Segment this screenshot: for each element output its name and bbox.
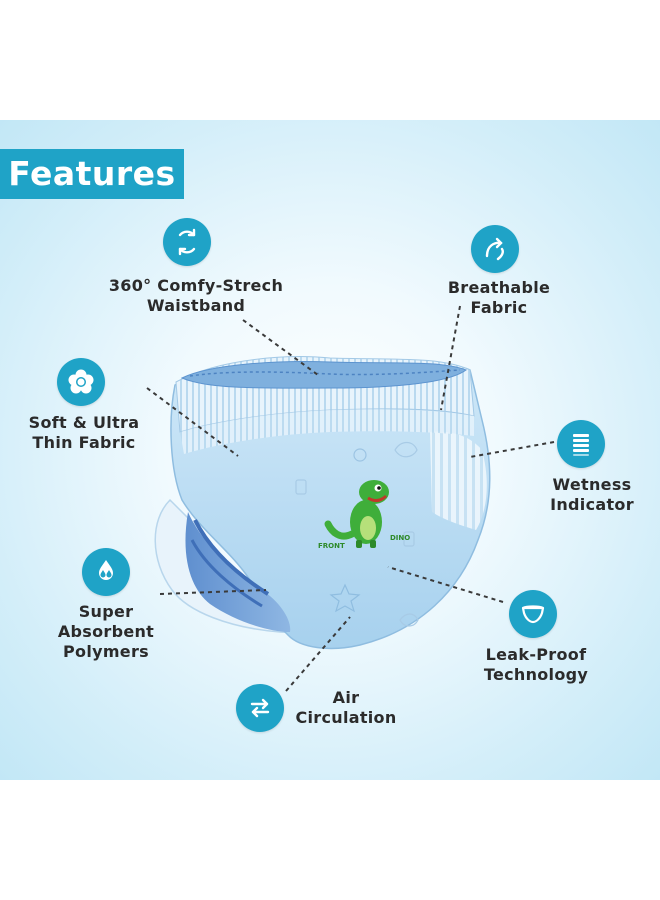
leader-leak (387, 566, 504, 603)
diaper-icon (509, 590, 557, 638)
indicator-bars-icon (557, 420, 605, 468)
cotton-flower-icon (57, 358, 105, 406)
features-title: Features (8, 154, 176, 193)
diaper-illustration: FRONT DINO (154, 356, 491, 650)
leg-opening (185, 512, 291, 632)
leader-wetness (469, 441, 555, 458)
waistband-opening (180, 361, 468, 389)
dino-print: DINO (390, 534, 410, 542)
breeze-icon (471, 225, 519, 273)
leader-absorbent (159, 589, 267, 595)
circular-arrows-icon (163, 218, 211, 266)
swap-arrows-icon (236, 684, 284, 732)
water-drops-icon (82, 548, 130, 596)
leader-soft (146, 387, 239, 457)
leader-air (285, 616, 351, 692)
leader-waistband (242, 319, 319, 376)
features-title-box: Features (0, 149, 184, 199)
front-print: FRONT (318, 542, 345, 550)
dino-mascot (324, 480, 389, 548)
features-panel: Features (0, 120, 660, 780)
leader-breathable (440, 305, 461, 411)
leader-lines (146, 305, 555, 692)
